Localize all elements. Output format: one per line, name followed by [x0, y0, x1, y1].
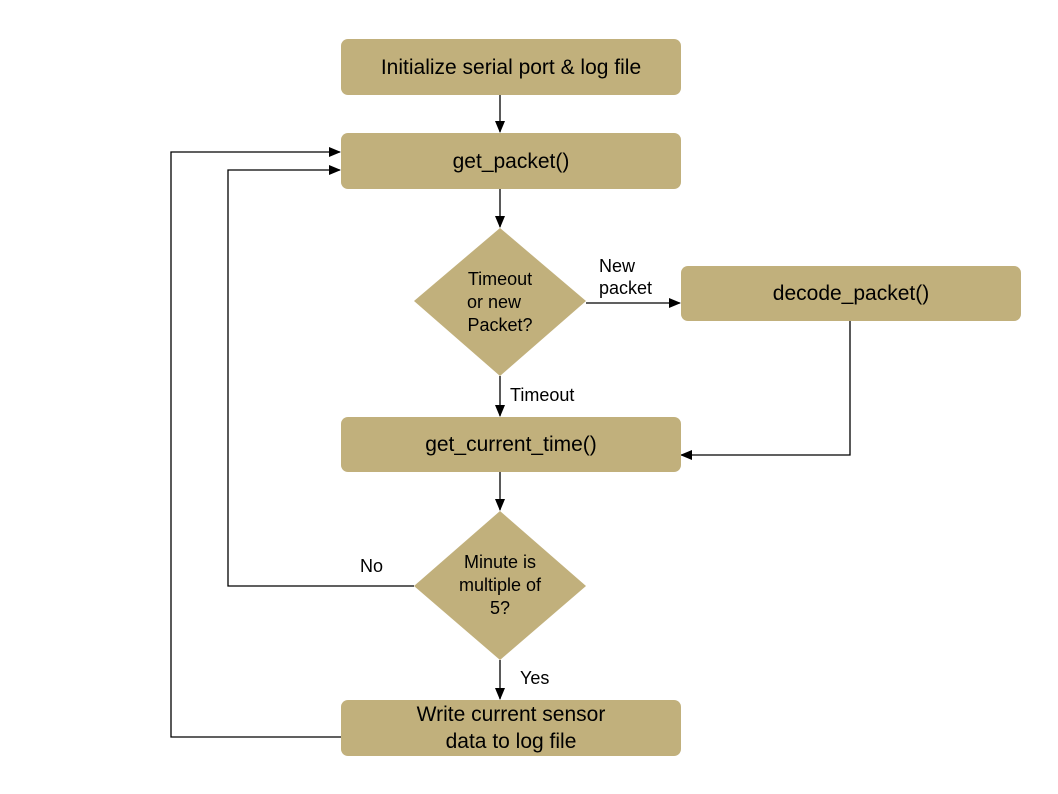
node-get-current-time: get_current_time(): [341, 417, 681, 472]
edge-label-new-packet-line-1: New: [599, 256, 636, 276]
decision-minute-line-3: 5?: [489, 598, 511, 618]
decision-minute-line-1: Minute is: [463, 552, 537, 572]
node-decode-packet: decode_packet(): [681, 266, 1021, 321]
decision-minute-line-2: multiple of: [458, 575, 542, 595]
decision-packet-line-3: Packet?: [467, 315, 533, 335]
node-get-current-time-label: get_current_time(): [425, 433, 597, 456]
edge-label-yes: Yes: [520, 668, 550, 688]
decision-packet-text: Timeout or new Packet?: [440, 268, 560, 337]
node-write-log-line-2: data to log file: [445, 730, 577, 753]
node-get-packet: get_packet(): [341, 133, 681, 189]
node-decode-packet-label: decode_packet(): [772, 282, 930, 305]
node-write-log-line-1: Write current sensor: [416, 703, 606, 726]
edge-label-new-packet: New packet: [599, 255, 652, 299]
edge-decode-to-get-current-time: [680, 321, 851, 460]
edge-no-loop: [227, 165, 414, 587]
edge-label-new-packet-line-2: packet: [599, 278, 653, 298]
decision-diamond-minute: [414, 511, 586, 660]
edge-write-log-loop: [170, 147, 341, 738]
node-get-packet-label: get_packet(): [452, 149, 570, 173]
edge-label-timeout: Timeout: [510, 385, 575, 405]
edge-label-no: No: [360, 556, 384, 576]
node-init: Initialize serial port & log file: [341, 39, 681, 95]
node-write-log: Write current sensor data to log file: [341, 700, 681, 756]
decision-packet-line-1: Timeout: [467, 269, 533, 289]
decision-packet-line-2: or new: [466, 292, 522, 312]
node-init-label: Initialize serial port & log file: [380, 55, 642, 79]
decision-minute-text: Minute is multiple of 5?: [430, 551, 570, 620]
decision-diamond-packet: [414, 228, 586, 376]
